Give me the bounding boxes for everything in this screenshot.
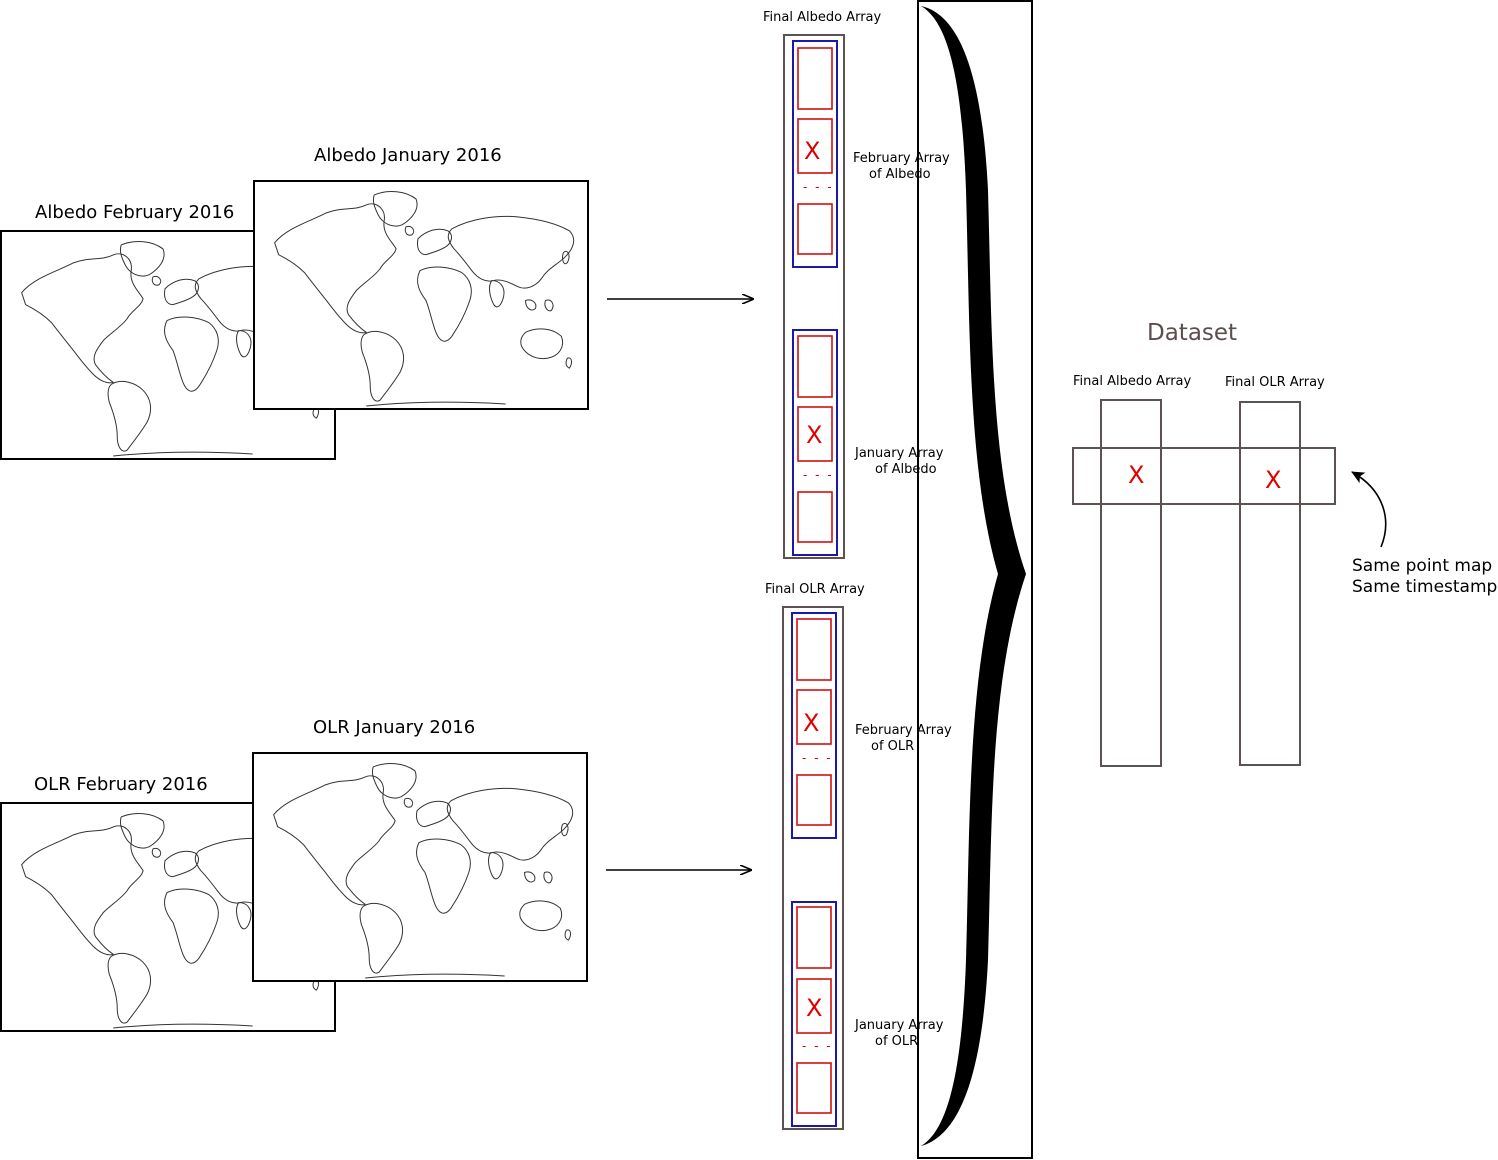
albedo-january-title: Albedo January 2016: [314, 145, 502, 166]
curved-arrow: [1351, 471, 1387, 548]
array-cell-marked: [796, 978, 832, 1034]
array-cell: [796, 774, 832, 826]
january-albedo-block: [792, 329, 838, 556]
final-albedo-array-label: Final Albedo Array: [763, 10, 882, 25]
february-olr-block: [791, 612, 837, 839]
albedo-map-stack: Albedo February 2016 Albedo January 2016: [0, 145, 589, 460]
ellipsis: - - -: [803, 180, 834, 194]
array-cell: [796, 906, 832, 969]
dataset-olr-column: [1239, 401, 1301, 766]
dataset-olr-column-label: Final OLR Array: [1225, 375, 1325, 390]
array-cell-marked: [796, 689, 832, 745]
january-albedo-label-2: of Albedo: [875, 462, 937, 477]
final-olr-array: Final OLR Array X - - - X - - - February…: [765, 582, 952, 1130]
january-olr-block: [791, 901, 837, 1127]
array-cell: [797, 203, 833, 255]
albedo-february-title: Albedo February 2016: [35, 202, 234, 223]
merge-frame: [917, 0, 1033, 1159]
x-mark: X: [803, 709, 819, 737]
final-olr-array-label: Final OLR Array: [765, 582, 865, 597]
february-albedo-label-1: February Array: [853, 151, 950, 166]
x-mark: X: [806, 421, 822, 449]
january-olr-label-1: January Array: [854, 1018, 944, 1033]
february-albedo-block: [792, 40, 838, 268]
array-cell: [797, 491, 833, 543]
olr-february-title: OLR February 2016: [34, 774, 208, 795]
february-albedo-label-2: of Albedo: [869, 167, 931, 182]
albedo-january-map: [253, 180, 589, 410]
ellipsis: - - -: [803, 468, 834, 482]
january-albedo-label-1: January Array: [854, 446, 944, 461]
olr-january-map: [252, 752, 588, 982]
curly-brace: [921, 6, 1026, 1146]
final-albedo-array: Final Albedo Array X - - - X - - - Febru…: [763, 10, 950, 559]
dataset-albedo-column: [1100, 399, 1162, 767]
february-olr-label-2: of OLR: [871, 739, 914, 754]
january-olr-label-2: of OLR: [875, 1034, 918, 1049]
x-mark: X: [1265, 466, 1281, 494]
array-cell: [797, 335, 833, 398]
olr-january-title: OLR January 2016: [313, 717, 475, 738]
array-cell: [796, 618, 832, 681]
array-cell: [796, 1062, 832, 1114]
array-cell: [797, 47, 833, 110]
array-cell-marked: [797, 406, 833, 462]
x-mark: X: [1128, 461, 1144, 489]
ellipsis: - - -: [802, 1039, 833, 1053]
array-cell-marked: [797, 118, 833, 174]
dataset-title: Dataset: [1147, 320, 1237, 346]
dataset-panel: Dataset Final Albedo Array Final OLR Arr…: [1072, 320, 1497, 767]
february-olr-label-1: February Array: [855, 723, 952, 738]
olr-map-stack: OLR February 2016 OLR January 2016: [0, 717, 588, 1032]
dataset-albedo-column-label: Final Albedo Array: [1073, 374, 1192, 389]
dataset-row: [1072, 447, 1336, 505]
x-mark: X: [804, 137, 820, 165]
ellipsis: - - -: [802, 751, 833, 765]
note-line-1: Same point map: [1352, 556, 1492, 576]
note-line-2: Same timestamp: [1352, 577, 1497, 597]
x-mark: X: [806, 994, 822, 1022]
